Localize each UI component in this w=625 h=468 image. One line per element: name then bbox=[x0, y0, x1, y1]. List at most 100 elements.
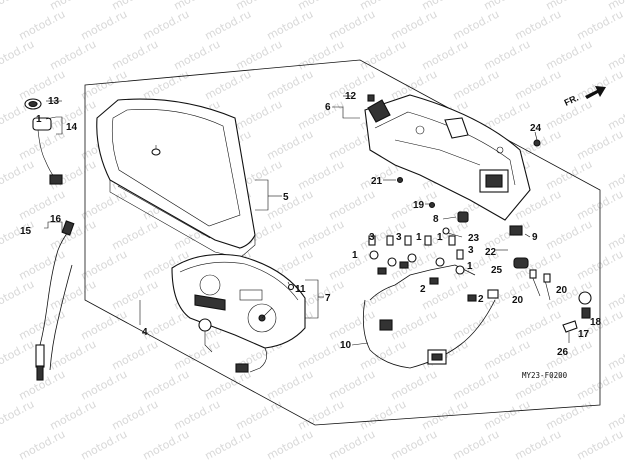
callout-14: 14 bbox=[66, 122, 78, 133]
watermark-text: motod.ru bbox=[79, 367, 130, 402]
watermark-text: motod.ru bbox=[296, 157, 347, 192]
watermark-text: motod.ru bbox=[606, 397, 625, 432]
watermark-text: motod.ru bbox=[513, 427, 564, 462]
watermark-text: motod.ru bbox=[575, 427, 625, 462]
watermark-text: motod.ru bbox=[389, 427, 440, 462]
watermark-text: motod.ru bbox=[451, 307, 502, 342]
watermark-text: motod.ru bbox=[234, 397, 285, 432]
arrow-icon bbox=[585, 86, 606, 99]
watermark-text: motod.ru bbox=[48, 277, 99, 312]
watermark-text: motod.ru bbox=[79, 187, 130, 222]
speedometer-cable bbox=[35, 220, 75, 381]
watermark-text: motod.ru bbox=[513, 7, 564, 42]
callout-1c: 1 bbox=[437, 232, 443, 243]
watermark-text: motod.ru bbox=[203, 367, 254, 402]
watermark-text: motod.ru bbox=[48, 337, 99, 372]
callout-24: 24 bbox=[530, 123, 542, 134]
watermark-text: motod.ru bbox=[0, 37, 36, 72]
watermark-text: motod.ru bbox=[203, 7, 254, 42]
watermark-text: motod.ru bbox=[141, 67, 192, 102]
watermark-text: motod.ru bbox=[327, 307, 378, 342]
watermark-text: motod.ru bbox=[544, 217, 595, 252]
watermark-text: motod.ru bbox=[389, 7, 440, 42]
watermark-text: motod.ru bbox=[451, 7, 502, 42]
watermark-text: motod.ru bbox=[296, 97, 347, 132]
watermark-text: motod.ru bbox=[606, 277, 625, 312]
watermark-text: motod.ru bbox=[17, 7, 68, 42]
callout-15: 15 bbox=[20, 226, 32, 237]
watermark-text: motod.ru bbox=[172, 397, 223, 432]
callout-20b: 20 bbox=[556, 285, 568, 296]
callout-3a: 3 bbox=[468, 245, 474, 256]
callout-25: 25 bbox=[491, 265, 503, 276]
callout-7: 7 bbox=[325, 293, 331, 304]
watermark-text: motod.ru bbox=[265, 427, 316, 462]
watermark-text: motod.ru bbox=[358, 337, 409, 372]
watermark-text: motod.ru bbox=[110, 397, 161, 432]
watermark-text: motod.ru bbox=[358, 277, 409, 312]
callout-19: 19 bbox=[413, 200, 425, 211]
watermark-text: motod.ru bbox=[296, 37, 347, 72]
watermark-text: motod.ru bbox=[606, 157, 625, 192]
watermark-text: motod.ru bbox=[575, 7, 625, 42]
watermark-text: motod.ru bbox=[0, 397, 36, 432]
watermark-text: motod.ru bbox=[79, 247, 130, 282]
callout-1d: 1 bbox=[352, 250, 358, 261]
watermark-text: motod.ru bbox=[482, 37, 533, 72]
watermark-text: motod.ru bbox=[0, 157, 36, 192]
watermark-text: motod.ru bbox=[234, 97, 285, 132]
watermark-text: motod.ru bbox=[48, 397, 99, 432]
watermark-text: motod.ru bbox=[327, 187, 378, 222]
watermark-text: motod.ru bbox=[544, 37, 595, 72]
watermark-text: motod.ru bbox=[265, 67, 316, 102]
assembly-frame bbox=[84, 59, 601, 426]
watermark-text: motod.ru bbox=[606, 37, 625, 72]
watermark-text: motod.ru bbox=[544, 157, 595, 192]
callout-20a: 20 bbox=[512, 295, 524, 306]
watermark-text: motod.ru bbox=[79, 427, 130, 462]
fasteners bbox=[367, 94, 592, 343]
callout-13: 13 bbox=[48, 96, 60, 107]
callout-12: 12 bbox=[345, 91, 357, 102]
watermark-text: motod.ru bbox=[420, 37, 471, 72]
callout-1: 1 bbox=[36, 114, 42, 125]
callout-26: 26 bbox=[557, 347, 569, 358]
callout-23: 23 bbox=[468, 233, 480, 244]
diagram-code: MY23-F0200 bbox=[522, 371, 568, 380]
watermark-text: motod.ru bbox=[141, 427, 192, 462]
callout-18: 18 bbox=[590, 317, 602, 328]
callout-2a: 2 bbox=[420, 284, 426, 295]
meter-cover bbox=[96, 98, 256, 259]
leader-lines bbox=[44, 95, 538, 346]
watermark-text: motod.ru bbox=[327, 367, 378, 402]
watermark-text: motod.ru bbox=[389, 247, 440, 282]
callout-labels: 13 14 1 16 15 5 7 11 4 12 6 24 21 19 8 2… bbox=[20, 91, 602, 358]
meter-case bbox=[364, 94, 531, 221]
watermark-text: motod.ru bbox=[79, 307, 130, 342]
watermark-text: motod.ru bbox=[296, 217, 347, 252]
watermark-text: motod.ru bbox=[0, 277, 36, 312]
watermark-text: motod.ru bbox=[265, 367, 316, 402]
watermark-text: motod.ru bbox=[265, 187, 316, 222]
watermark-text: motod.ru bbox=[575, 127, 625, 162]
watermark-text: motod.ru bbox=[203, 427, 254, 462]
callout-22: 22 bbox=[485, 247, 497, 258]
watermark-text: motod.ru bbox=[17, 427, 68, 462]
watermark-text: motod.ru bbox=[110, 337, 161, 372]
watermark-text: motod.ru bbox=[110, 277, 161, 312]
callout-1b: 1 bbox=[416, 232, 422, 243]
watermark-text: motod.ru bbox=[358, 37, 409, 72]
watermark-text: motod.ru bbox=[327, 7, 378, 42]
callout-21: 21 bbox=[371, 176, 383, 187]
callout-3b: 3 bbox=[369, 232, 375, 243]
callout-5: 5 bbox=[283, 192, 289, 203]
watermark-text: motod.ru bbox=[389, 307, 440, 342]
callout-9: 9 bbox=[532, 232, 538, 243]
watermark-text: motod.ru bbox=[141, 7, 192, 42]
watermark-text: motod.ru bbox=[141, 367, 192, 402]
watermark-text: motod.ru bbox=[451, 367, 502, 402]
watermark-text: motod.ru bbox=[296, 337, 347, 372]
watermark-text: motod.ru bbox=[513, 307, 564, 342]
